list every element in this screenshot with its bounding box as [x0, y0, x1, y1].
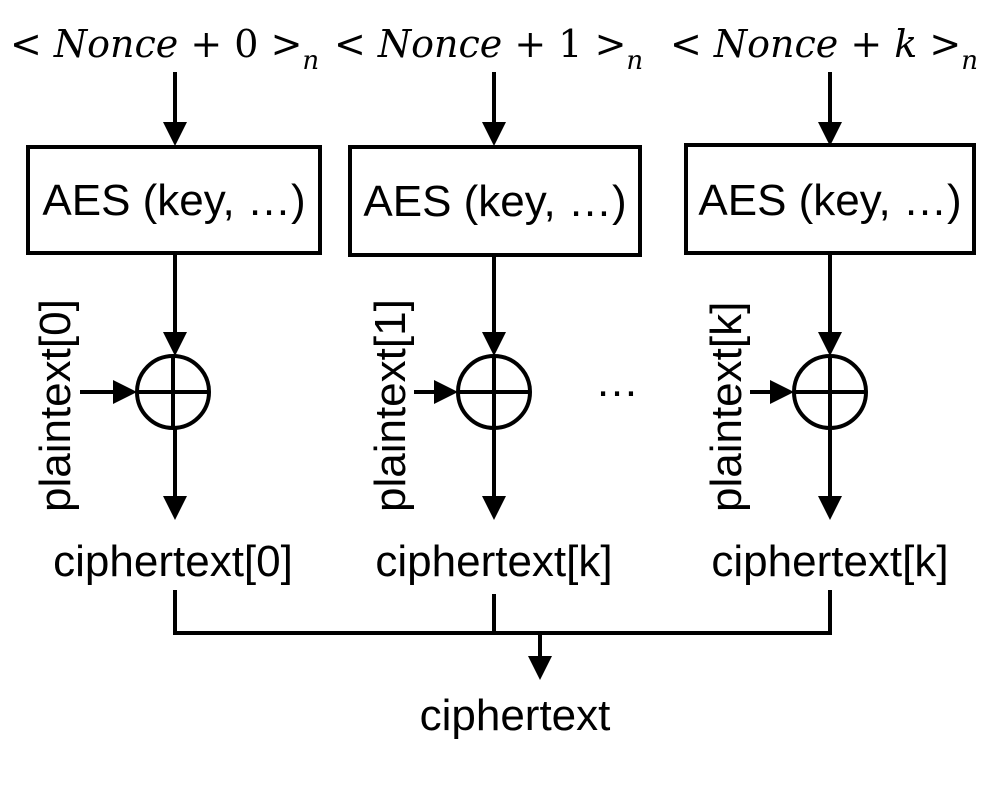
- ciphertext-2-label: ciphertext[k]: [711, 537, 948, 586]
- ellipsis: …: [595, 357, 639, 406]
- plaintext-1-arrow-head: [434, 380, 458, 404]
- plaintext-0-arrow-head: [113, 380, 137, 404]
- aes-block-0-label: AES (key, …): [42, 176, 305, 225]
- combine-bracket: [173, 590, 832, 680]
- nonce-2-label: < Nonce + k >n: [670, 22, 978, 76]
- aes-1-to-xor-arrow-head: [482, 332, 506, 356]
- aes-block-2-label: AES (key, …): [698, 176, 961, 225]
- aes-block-2: [684, 143, 976, 255]
- nonce-1-label: < Nonce + 1 >n: [334, 22, 643, 76]
- ciphertext-1-label: ciphertext[k]: [375, 537, 612, 586]
- nonce-0-arrow-head: [163, 122, 187, 146]
- xor-2-out-arrow-head: [818, 496, 842, 520]
- ciphertext-0-label: ciphertext[0]: [53, 537, 293, 586]
- nonce-1-arrow-head: [482, 122, 506, 146]
- output-arrow-head: [528, 656, 552, 680]
- xor-1-out-arrow-head: [482, 496, 506, 520]
- column-2: < Nonce + k >n AES (key, …) plaintext[k]…: [670, 22, 978, 586]
- plaintext-2-label: plaintext[k]: [702, 302, 751, 512]
- plaintext-1-label: plaintext[1]: [366, 299, 415, 512]
- column-1: < Nonce + 1 >n AES (key, …) plaintext[1]…: [334, 22, 643, 586]
- aes-0-to-xor-arrow-head: [163, 332, 187, 356]
- plaintext-2-arrow-head: [770, 380, 794, 404]
- aes-2-to-xor-arrow-head: [818, 332, 842, 356]
- plaintext-0-label: plaintext[0]: [31, 299, 80, 512]
- nonce-2-arrow-head: [818, 122, 842, 146]
- aes-block-1-label: AES (key, …): [363, 177, 626, 226]
- aes-block-1: [348, 145, 642, 257]
- nonce-0-label: < Nonce + 0 >n: [10, 22, 319, 76]
- output-ciphertext-label: ciphertext: [420, 691, 611, 740]
- xor-0-out-arrow-head: [163, 496, 187, 520]
- column-0: < Nonce + 0 >n AES (key, …) plaintext[0]…: [10, 22, 322, 586]
